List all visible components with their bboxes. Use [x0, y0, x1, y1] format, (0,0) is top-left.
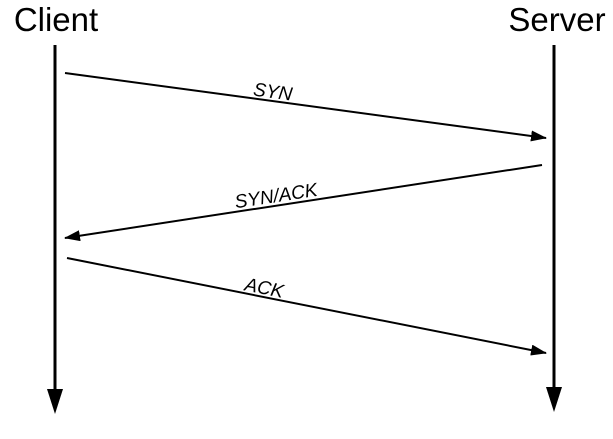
message-arrow-syn-ack — [64, 164, 543, 242]
client-lifeline-arrowhead-icon — [47, 389, 63, 414]
message-arrow-ack — [66, 257, 547, 356]
message-label-syn-ack: SYN/ACK — [233, 180, 320, 214]
message-label-syn: SYN — [252, 80, 294, 106]
message-label-ack: ACK — [242, 274, 287, 303]
message-arrow-syn — [64, 72, 547, 142]
actor-label-client: Client — [14, 1, 98, 38]
actor-label-server: Server — [508, 1, 605, 38]
server-lifeline-arrowhead-icon — [546, 387, 562, 412]
